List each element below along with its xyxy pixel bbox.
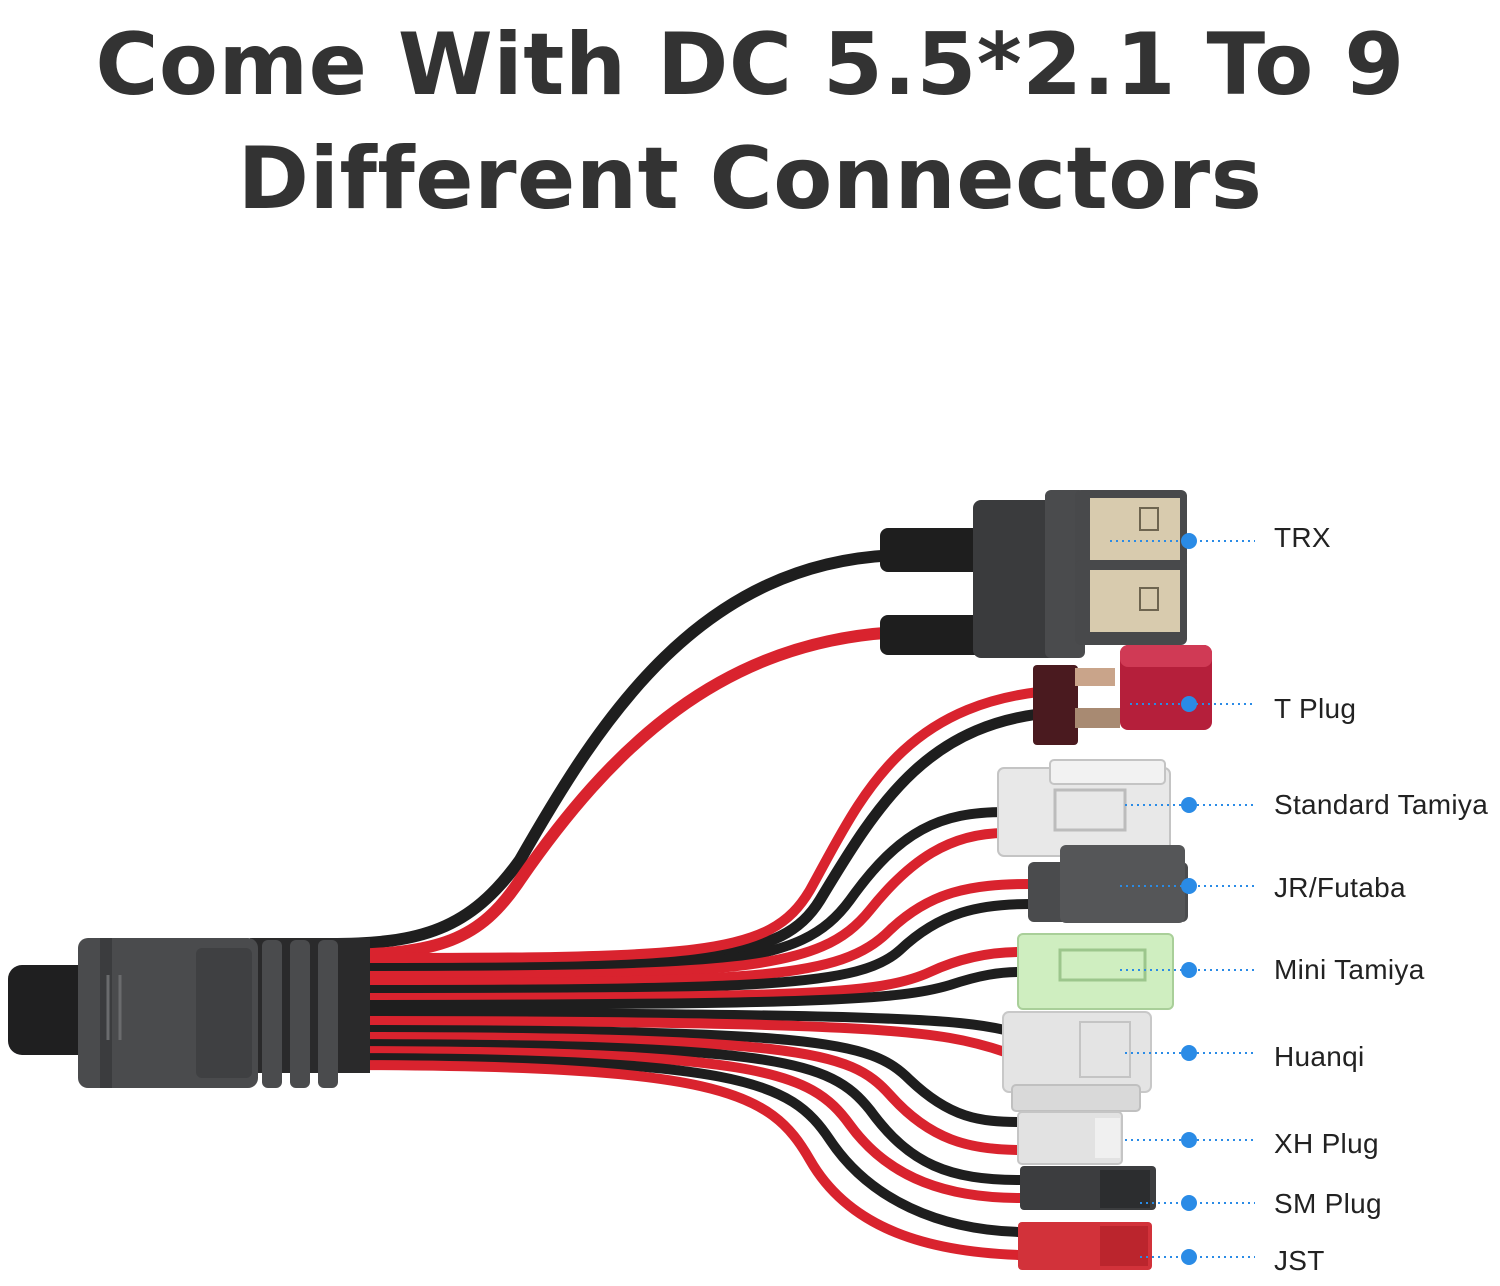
- label-mini-tamiya: Mini Tamiya: [1274, 954, 1425, 985]
- wire-huanqi-black: [325, 1008, 1010, 1035]
- trx-connector: [880, 490, 1187, 658]
- wire-jr-red: [325, 879, 1035, 988]
- mini-tamiya-connector: [1017, 933, 1174, 1010]
- tplug-connector: [1033, 645, 1212, 745]
- wire-trx-black: [324, 549, 906, 950]
- label-jr-futaba: JR/Futaba: [1274, 872, 1406, 903]
- jr-futaba-connector: [1028, 845, 1188, 923]
- xh-plug-connector: [1017, 1111, 1123, 1165]
- wire-tamiya-black: [325, 807, 1010, 975]
- huanqi-connector: [1002, 1011, 1152, 1112]
- label-trx: TRX: [1274, 522, 1331, 553]
- callout-dots: [1181, 533, 1197, 1265]
- label-jst: JST: [1274, 1245, 1325, 1276]
- label-standard-tamiya: Standard Tamiya: [1274, 789, 1489, 820]
- standard-tamiya-connector: [997, 759, 1171, 857]
- dc-barrel-plug: [8, 938, 258, 1088]
- wire-sm-red: [325, 1046, 1025, 1203]
- cable-wires: [324, 549, 1066, 1260]
- wire-xh-red: [325, 1032, 1025, 1155]
- sm-plug-connector: [1020, 1166, 1156, 1210]
- wire-trx-red: [324, 626, 906, 961]
- label-huanqi: Huanqi: [1274, 1041, 1365, 1072]
- label-sm-plug: SM Plug: [1274, 1188, 1382, 1219]
- wire-jr-black: [325, 899, 1035, 995]
- wire-sm-black: [325, 1039, 1025, 1185]
- headline-line-1: Come With DC 5.5*2.1 To 9: [95, 15, 1405, 115]
- wire-jst-black: [325, 1053, 1025, 1237]
- wire-xh-black: [325, 1025, 1025, 1127]
- wire-huanqi-red: [325, 1016, 1010, 1057]
- headline: Come With DC 5.5*2.1 To 9 Different Conn…: [0, 0, 1500, 236]
- wire-minitamiya-red: [325, 947, 1025, 1003]
- wire-minitamiya-black: [325, 967, 1025, 1010]
- jst-connector: [1018, 1222, 1152, 1270]
- wire-tamiya-red: [325, 828, 1010, 981]
- headline-line-2: Different Connectors: [237, 129, 1263, 229]
- wire-tplug-red: [325, 685, 1065, 963]
- cable-clips: [262, 940, 338, 1088]
- label-xh-plug: XH Plug: [1274, 1128, 1379, 1159]
- label-t-plug: T Plug: [1274, 693, 1357, 724]
- wire-jst-red: [325, 1060, 1025, 1260]
